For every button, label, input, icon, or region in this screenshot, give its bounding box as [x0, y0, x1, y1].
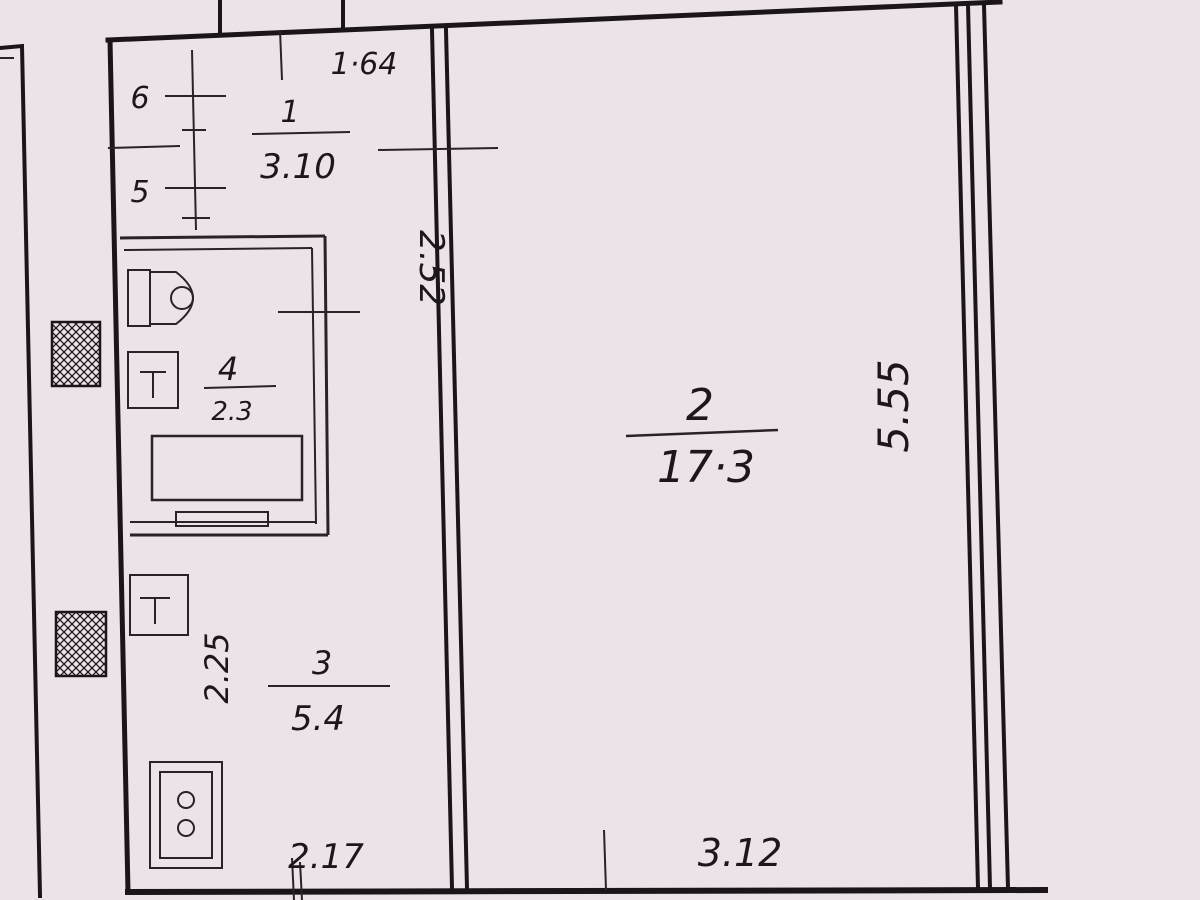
- bathroom-wall-right: [323, 235, 330, 536]
- bathroom-door: [175, 511, 269, 527]
- bathroom-wall-right-inner: [311, 247, 317, 525]
- room-width-dimension: 3.12: [698, 831, 783, 875]
- fixtures: [50, 269, 304, 869]
- axis-mark-5: 5: [130, 175, 149, 210]
- bathroom-sink-icon: [127, 351, 179, 409]
- walls: [0, 0, 1049, 899]
- kitchen-length-dimension: 2.25: [198, 632, 236, 703]
- bathroom-wall-top: [119, 234, 326, 240]
- hall-left-stub: [107, 145, 181, 149]
- toilet-icon: [127, 269, 194, 327]
- kitchen-sink-icon: [129, 574, 189, 636]
- ventilation-shaft-upper-icon: [50, 320, 102, 388]
- bathroom-partition: [119, 234, 360, 537]
- room-3-area: 5.4: [291, 699, 345, 739]
- wall-top-stub: [218, 0, 345, 36]
- room-labels: 1 3.10 4 2.3 2 17·3 3 5.4: [203, 95, 779, 739]
- room-1-fraction-bar: [251, 131, 351, 135]
- room-4-number: 4: [218, 350, 238, 388]
- wall-divider-b: [443, 27, 470, 891]
- wall-top: [105, 0, 1003, 43]
- wall-far-left: [0, 43, 43, 899]
- room-4-fraction-bar: [203, 385, 277, 389]
- room-2-area: 17·3: [657, 442, 755, 493]
- wall-divider-a: [429, 27, 455, 891]
- wall-right-b: [965, 2, 993, 891]
- room-1-area: 3.10: [260, 147, 336, 187]
- bottom-dimension-tick: [603, 829, 607, 891]
- room-1-number: 1: [280, 95, 299, 130]
- room-4-area: 2.3: [211, 397, 252, 427]
- wall-right-c: [981, 2, 1011, 891]
- room-2-fraction-bar: [625, 428, 779, 438]
- stove-icon: [149, 761, 223, 869]
- wall-left-outer: [107, 37, 131, 895]
- hall-axis-vertical: [191, 49, 197, 231]
- ventilation-shaft-lower-icon: [54, 610, 108, 678]
- top-dimension-tick: [279, 29, 283, 81]
- bathtub-icon: [150, 434, 304, 502]
- kitchen-width-dimension: 2.17: [288, 837, 364, 877]
- hall-length-dimension: 2.52: [411, 230, 451, 306]
- wall-right-a: [953, 2, 981, 891]
- dimension-labels: 6 5 1·64 2.52 5.55 2.25 2.17 3.12: [130, 47, 918, 877]
- hall-dimension-tick: [377, 147, 499, 151]
- dimension-marks: [107, 29, 607, 900]
- room-3-number: 3: [312, 644, 332, 682]
- top-width-dimension: 1·64: [331, 47, 398, 82]
- wall-bottom: [124, 886, 1049, 896]
- room-2-number: 2: [686, 380, 714, 431]
- bathroom-wall-top-inner: [123, 247, 313, 251]
- axis-mark-6: 6: [130, 81, 149, 116]
- room-length-dimension: 5.55: [869, 359, 918, 453]
- bottom-left-tick: [291, 857, 303, 900]
